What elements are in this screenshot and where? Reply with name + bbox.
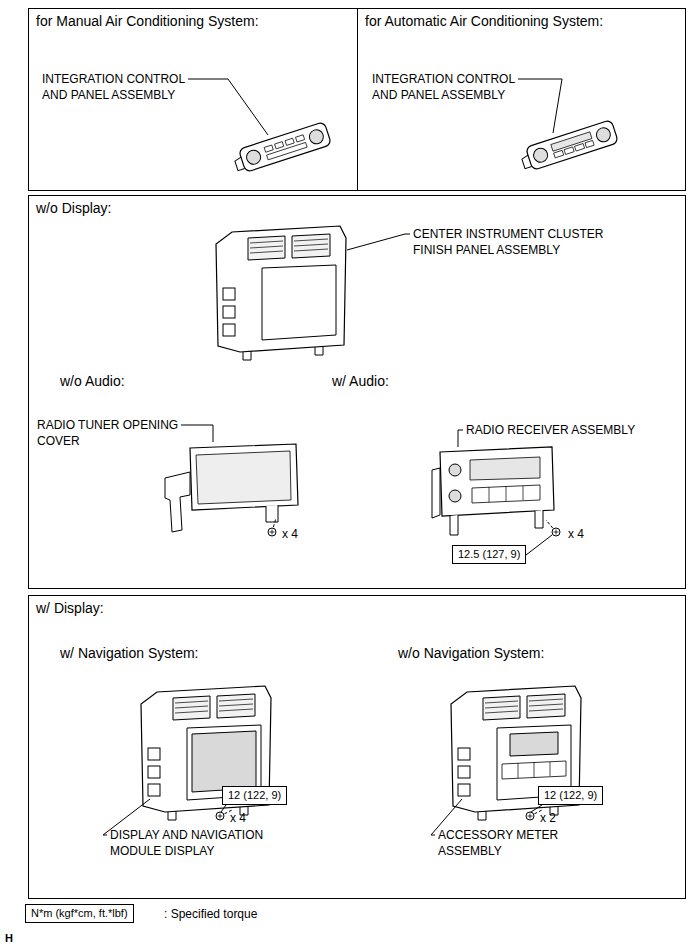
- part-name-wrap: CENTER INSTRUMENT CLUSTER FINISH PANEL A…: [413, 226, 613, 258]
- leader-line: [526, 535, 552, 555]
- quantity-label-wrap: x 4: [282, 526, 298, 542]
- variant-heading-wrap: w/o Navigation System:: [398, 645, 544, 661]
- variant-heading-wrap: w/o Audio:: [60, 373, 125, 389]
- leader-line: [221, 805, 226, 812]
- quantity-label-wrap: x 2: [540, 810, 556, 826]
- leader-line: [181, 425, 213, 442]
- panel-heading: for Automatic Air Conditioning System:: [365, 13, 603, 29]
- legend-text: : Specified torque: [164, 907, 257, 921]
- figure-code: H: [5, 932, 13, 944]
- panel-heading: w/o Display:: [36, 200, 111, 216]
- quantity-label: x 4: [568, 527, 584, 541]
- quantity-label: x 4: [230, 811, 246, 825]
- torque-value: 12 (122, 9): [228, 788, 281, 803]
- part-name: RADIO TUNER OPENING COVER: [37, 418, 178, 448]
- variant-heading-wrap: w/ Navigation System:: [60, 645, 199, 661]
- legend-torque-box: N*m (kgf*cm, ft.*lbf): [25, 904, 134, 923]
- torque-spec-box: 12 (122, 9): [222, 786, 287, 805]
- variant-heading: w/o Navigation System:: [398, 645, 544, 661]
- part-name: INTEGRATION CONTROL AND PANEL ASSEMBLY: [372, 72, 515, 102]
- leader-line: [188, 79, 268, 135]
- part-name-wrap: RADIO RECEIVER ASSEMBLY: [466, 422, 666, 438]
- leader-line: [518, 79, 562, 133]
- legend-text-wrap: : Specified torque: [164, 906, 257, 922]
- variant-heading-wrap: w/ Audio:: [332, 373, 389, 389]
- part-name-wrap: RADIO TUNER OPENING COVER: [37, 417, 202, 449]
- leader-line: [347, 234, 410, 250]
- torque-spec-box: 12 (122, 9): [538, 786, 603, 805]
- part-name: DISPLAY AND NAVIGATION MODULE DISPLAY: [110, 828, 263, 858]
- part-name-wrap: INTEGRATION CONTROL AND PANEL ASSEMBLY: [42, 71, 207, 103]
- variant-heading: w/ Audio:: [332, 373, 389, 389]
- part-name-wrap: ACCESSORY METER ASSEMBLY: [438, 827, 578, 859]
- torque-value: 12.5 (127, 9): [458, 547, 520, 562]
- quantity-label-wrap: x 4: [568, 526, 584, 542]
- quantity-label: x 4: [282, 527, 298, 541]
- part-name-wrap: INTEGRATION CONTROL AND PANEL ASSEMBLY: [372, 71, 537, 103]
- variant-heading: w/ Navigation System:: [60, 645, 199, 661]
- torque-value: N*m (kgf*cm, ft.*lbf): [31, 906, 128, 921]
- variant-panel: w/o Display: 12.5 (127, 9): [28, 195, 686, 589]
- panel-heading: w/ Display:: [36, 600, 104, 616]
- part-name: RADIO RECEIVER ASSEMBLY: [466, 423, 635, 437]
- quantity-label: x 2: [540, 811, 556, 825]
- part-name: INTEGRATION CONTROL AND PANEL ASSEMBLY: [42, 72, 185, 102]
- part-name-wrap: DISPLAY AND NAVIGATION MODULE DISPLAY: [110, 827, 290, 859]
- leader-line: [531, 805, 542, 812]
- figure-code-wrap: H: [5, 930, 13, 946]
- panel-heading: for Manual Air Conditioning System:: [36, 13, 259, 29]
- torque-value: 12 (122, 9): [544, 788, 597, 803]
- leader-line: [458, 430, 463, 447]
- torque-spec-box: 12.5 (127, 9): [452, 545, 526, 564]
- part-name: CENTER INSTRUMENT CLUSTER FINISH PANEL A…: [413, 227, 603, 257]
- variant-heading: w/o Audio:: [60, 373, 125, 389]
- part-name: ACCESSORY METER ASSEMBLY: [438, 828, 558, 858]
- quantity-label-wrap: x 4: [230, 810, 246, 826]
